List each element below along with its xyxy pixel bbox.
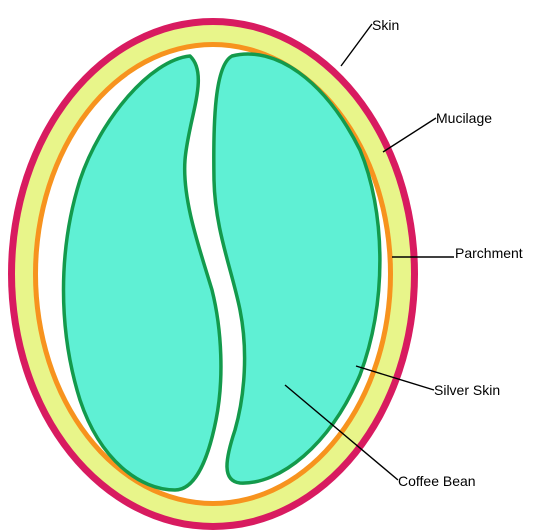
parchment-label: Parchment: [455, 245, 523, 261]
skin-label: Skin: [372, 17, 399, 33]
mucilage-leader: [383, 118, 436, 152]
coffee-bean-label: Coffee Bean: [398, 473, 476, 489]
skin-leader: [341, 24, 372, 66]
silver-skin-label: Silver Skin: [434, 382, 500, 398]
mucilage-label: Mucilage: [436, 110, 492, 126]
